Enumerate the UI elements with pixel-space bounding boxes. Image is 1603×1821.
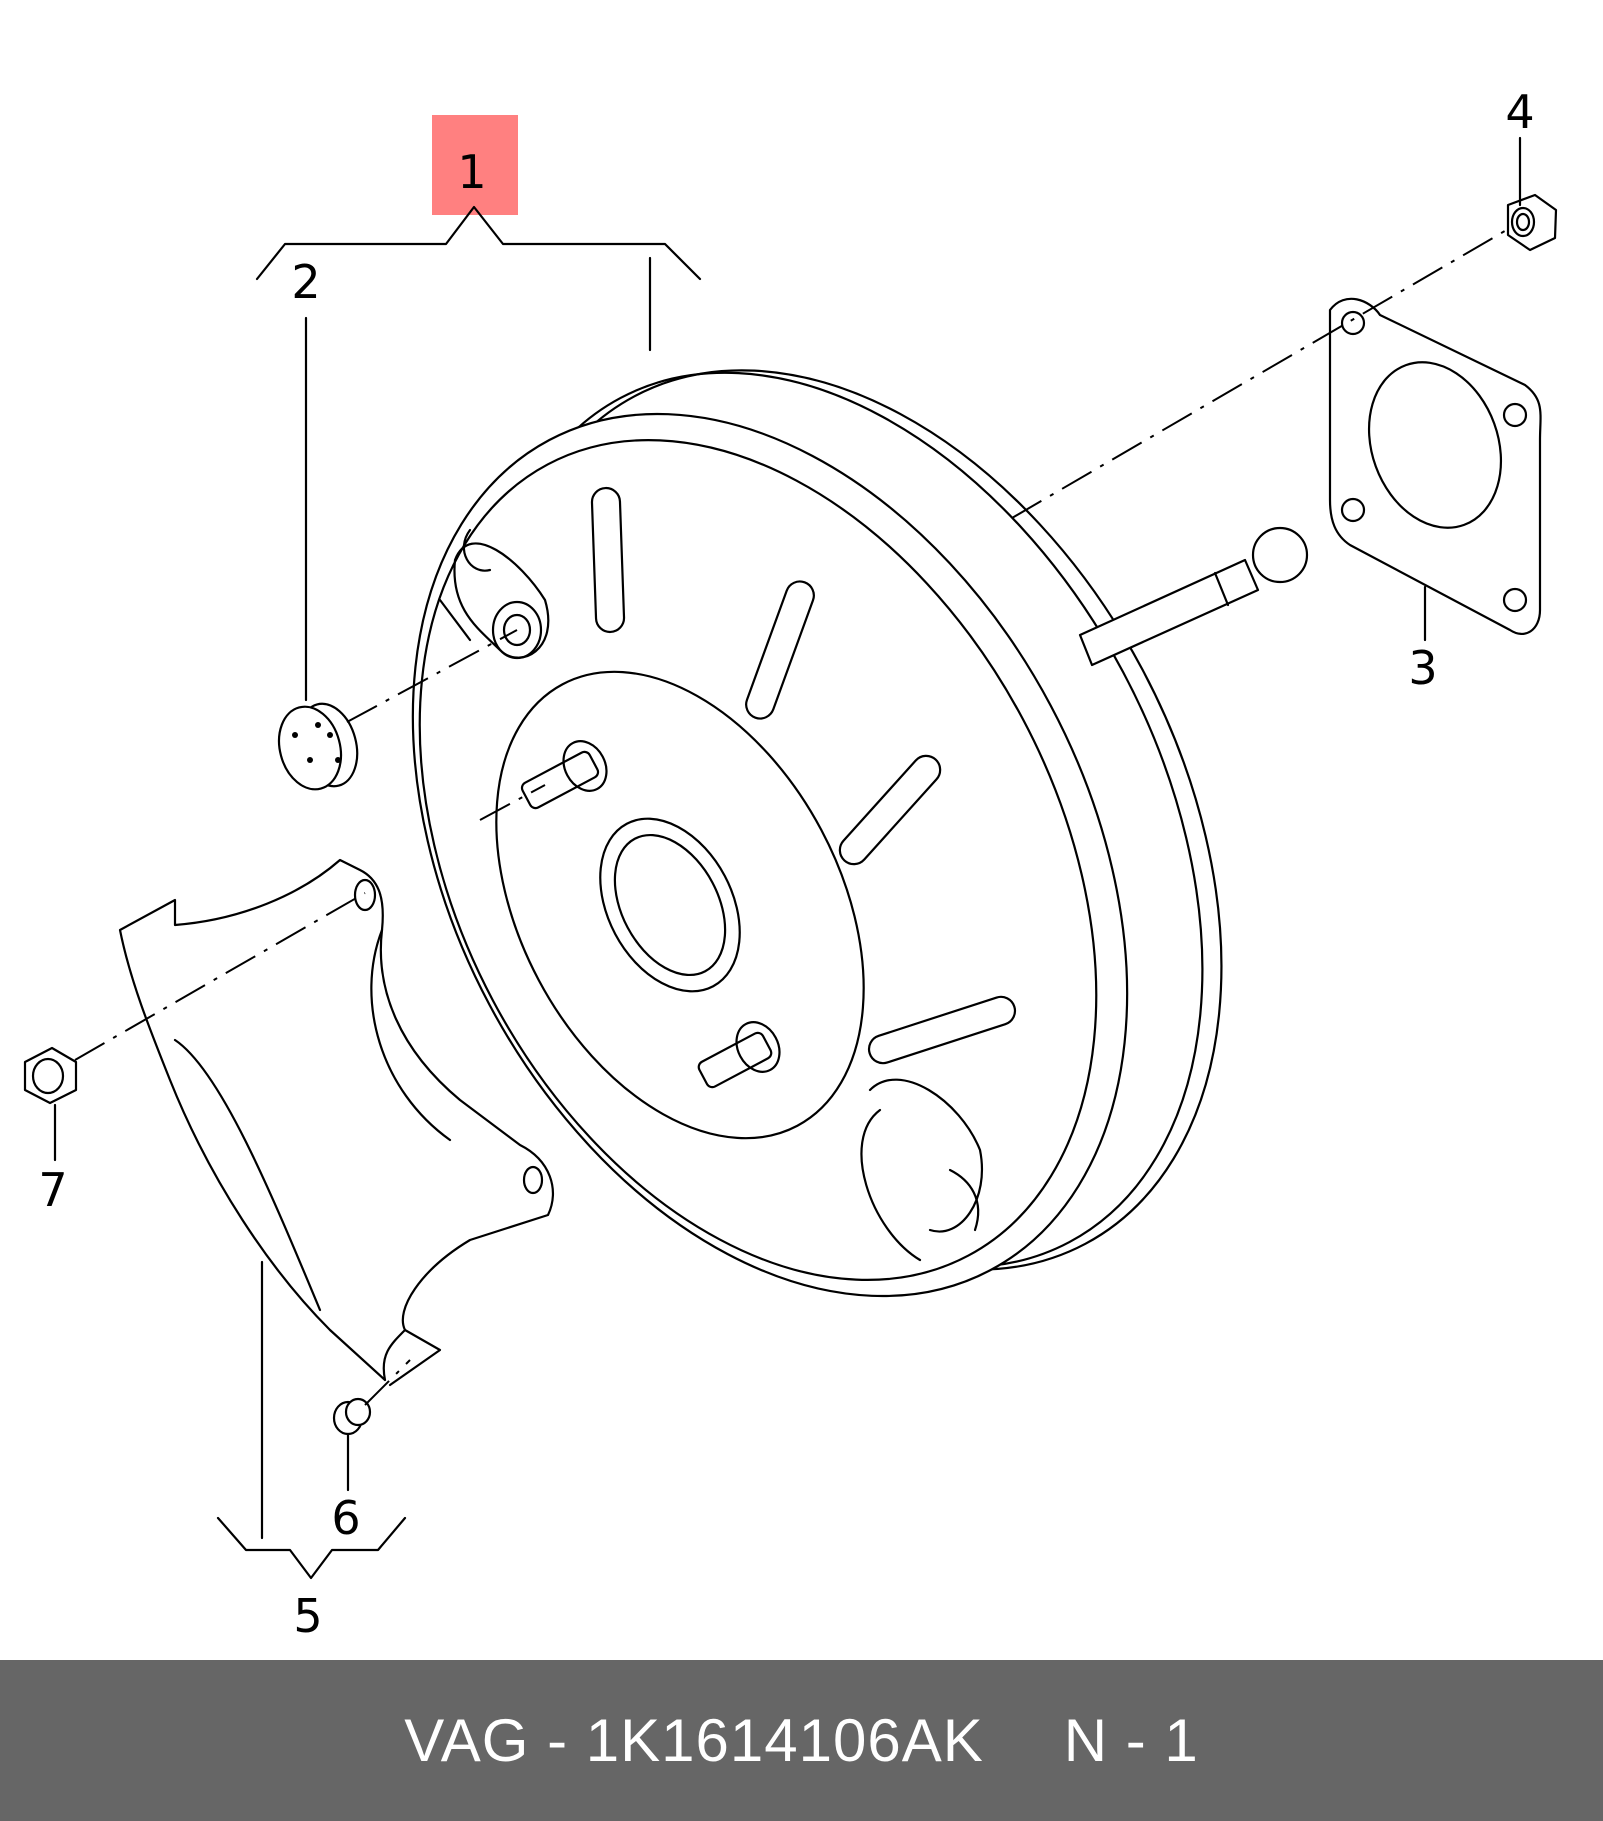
callout-5-bracket: [216, 1516, 407, 1580]
quantity-label: N - 1: [1063, 1707, 1199, 1774]
callout-1-label: 1: [457, 145, 486, 199]
nut-7-drawing: [23, 1046, 78, 1105]
clip-6-drawing: [332, 1397, 372, 1436]
callout-7-label: 7: [38, 1163, 67, 1217]
callout-2-label: 2: [291, 255, 320, 309]
gasket-drawing: [1328, 297, 1542, 635]
footer-bar: VAG - 1K1614106AK N - 1: [0, 1660, 1603, 1821]
callout-1-highlight: [432, 115, 518, 215]
brake-booster-drawing: [411, 369, 1309, 1298]
callout-4-label: 4: [1505, 85, 1534, 139]
callout-1-bracket: [255, 205, 702, 281]
part-code: VAG - 1K1614106AK: [404, 1707, 984, 1774]
nut-4-drawing: [1506, 193, 1558, 252]
heat-shield-drawing: [118, 858, 555, 1387]
callout-6-label: 6: [331, 1491, 360, 1545]
grommet-drawing: [277, 702, 359, 791]
callout-5-label: 5: [293, 1589, 322, 1643]
callout-3-label: 3: [1408, 641, 1437, 695]
parts-diagram: 1 2 3 4 5 6 7: [23, 85, 1558, 1643]
